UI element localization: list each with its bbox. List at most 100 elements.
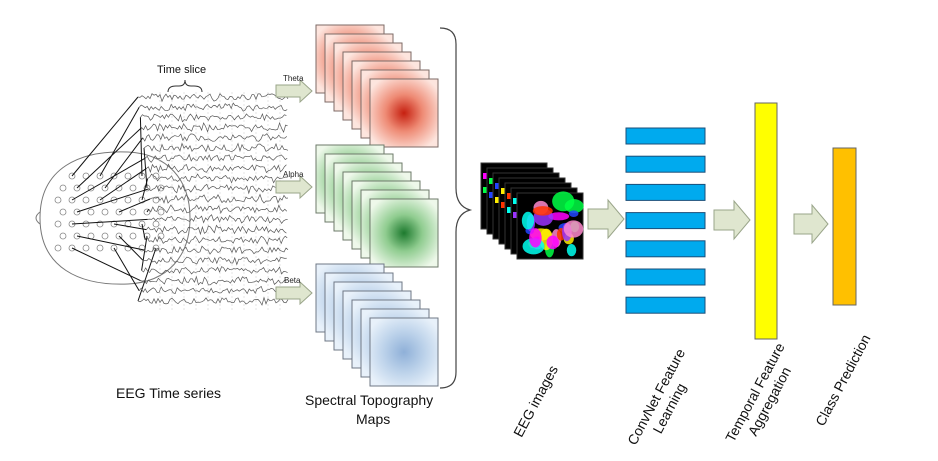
electrode — [124, 172, 132, 180]
convnet-feature-blocks — [625, 127, 706, 314]
channel-line — [71, 218, 148, 225]
channel-line — [99, 106, 140, 177]
electrode — [152, 172, 160, 180]
eeg-trace — [146, 163, 287, 174]
electrode — [101, 232, 109, 240]
channel-line — [141, 178, 149, 201]
image-edge-color — [513, 212, 517, 218]
eeg-trace — [140, 275, 287, 286]
eeg-trace — [147, 214, 288, 225]
electrode — [129, 184, 137, 192]
channel-line — [71, 247, 141, 282]
image-edge-color — [483, 187, 487, 193]
convnet-layer-block — [625, 212, 706, 230]
electrode — [82, 220, 90, 228]
theta-topography-stack — [315, 24, 439, 148]
convnet-layer-block — [625, 268, 706, 286]
channel-line — [71, 157, 146, 201]
channel-line — [99, 167, 147, 201]
eeg-trace — [137, 92, 289, 103]
class-prediction-bar — [832, 147, 857, 306]
eeg-trace — [144, 153, 288, 163]
eeg-image-blob — [532, 206, 553, 216]
alpha-arrow — [275, 174, 313, 200]
channel-line — [113, 247, 140, 292]
electrode — [152, 196, 160, 204]
eeg-image-blob — [546, 235, 559, 250]
eeg-time-series-traces — [137, 92, 289, 310]
eeg-trace — [148, 204, 288, 214]
image-edge-color — [489, 178, 493, 184]
topography-map — [369, 78, 439, 148]
electrode — [59, 184, 67, 192]
channel-line — [113, 223, 147, 231]
image-edge-color — [483, 173, 487, 179]
temporal-to-class-arrow — [793, 203, 829, 245]
electrode — [59, 232, 67, 240]
temporal-aggregation-bar — [754, 102, 778, 340]
convnet-layer-block — [625, 240, 706, 258]
eeg-time-series-caption: EEG Time series — [116, 385, 222, 401]
eeg-trace — [143, 142, 289, 153]
eeg-trace — [148, 183, 288, 195]
channel-line — [137, 247, 157, 302]
electrode — [82, 196, 90, 204]
eeg-images-stack — [480, 162, 584, 260]
theta-label: Theta — [283, 74, 304, 83]
scalp-electrode-map — [35, 151, 191, 285]
time-slice-brace — [167, 79, 203, 93]
eeg-trace — [141, 266, 288, 275]
channel-line — [76, 188, 149, 213]
eeg-image-blob — [548, 212, 570, 221]
eeg-trace — [138, 102, 288, 112]
channel-line — [146, 208, 150, 213]
channel-line — [104, 137, 144, 189]
image-edge-color — [507, 207, 511, 213]
eeg-trace — [138, 285, 288, 295]
time-slice-label: Time slice — [157, 64, 207, 76]
maps-grouping-brace — [439, 27, 473, 389]
image-edge-color — [513, 198, 517, 204]
eeg-trace — [142, 132, 288, 142]
alpha-label: Alpha — [283, 170, 304, 179]
topography-map — [369, 198, 439, 268]
eeg-image-blob — [521, 211, 535, 230]
eeg-trace — [140, 112, 287, 123]
eeg-image-blob — [566, 244, 577, 257]
image-edge-color — [507, 193, 511, 199]
electrode — [82, 244, 90, 252]
eeg-trace — [141, 121, 288, 134]
electrode — [101, 208, 109, 216]
spectral-maps-caption-line1: Spectral Topography — [305, 392, 434, 408]
convnet-layer-block — [625, 155, 706, 173]
eeg-trace — [137, 296, 289, 306]
image-edge-color — [495, 197, 499, 203]
channel-line — [141, 223, 146, 240]
eeg-trace — [144, 235, 288, 246]
image-edge-color — [501, 188, 505, 194]
channel-line — [141, 235, 148, 271]
image-edge-color — [501, 202, 505, 208]
channel-connection-lines — [71, 96, 157, 302]
beta-label: Beta — [284, 276, 301, 285]
electrode — [152, 220, 160, 228]
electrode — [96, 244, 104, 252]
convnet-layer-block — [625, 183, 706, 201]
channel-line — [71, 96, 139, 177]
eeg-trace — [146, 224, 287, 236]
electrode — [54, 196, 62, 204]
images-to-convnet-arrow — [587, 198, 625, 240]
beta-topography-stack — [315, 263, 439, 387]
electrode — [59, 208, 67, 216]
electrode — [54, 220, 62, 228]
eeg-trace — [149, 193, 289, 204]
eeg-trace — [147, 173, 288, 184]
eeg-image-blob — [529, 228, 542, 248]
eeg-image-blob — [552, 191, 575, 212]
channel-line — [76, 127, 142, 189]
beta-arrow — [275, 280, 313, 306]
theta-arrow — [275, 78, 313, 104]
channel-line — [118, 235, 144, 261]
convnet-layer-block — [625, 127, 706, 145]
convnet-to-temporal-arrow — [713, 199, 751, 241]
